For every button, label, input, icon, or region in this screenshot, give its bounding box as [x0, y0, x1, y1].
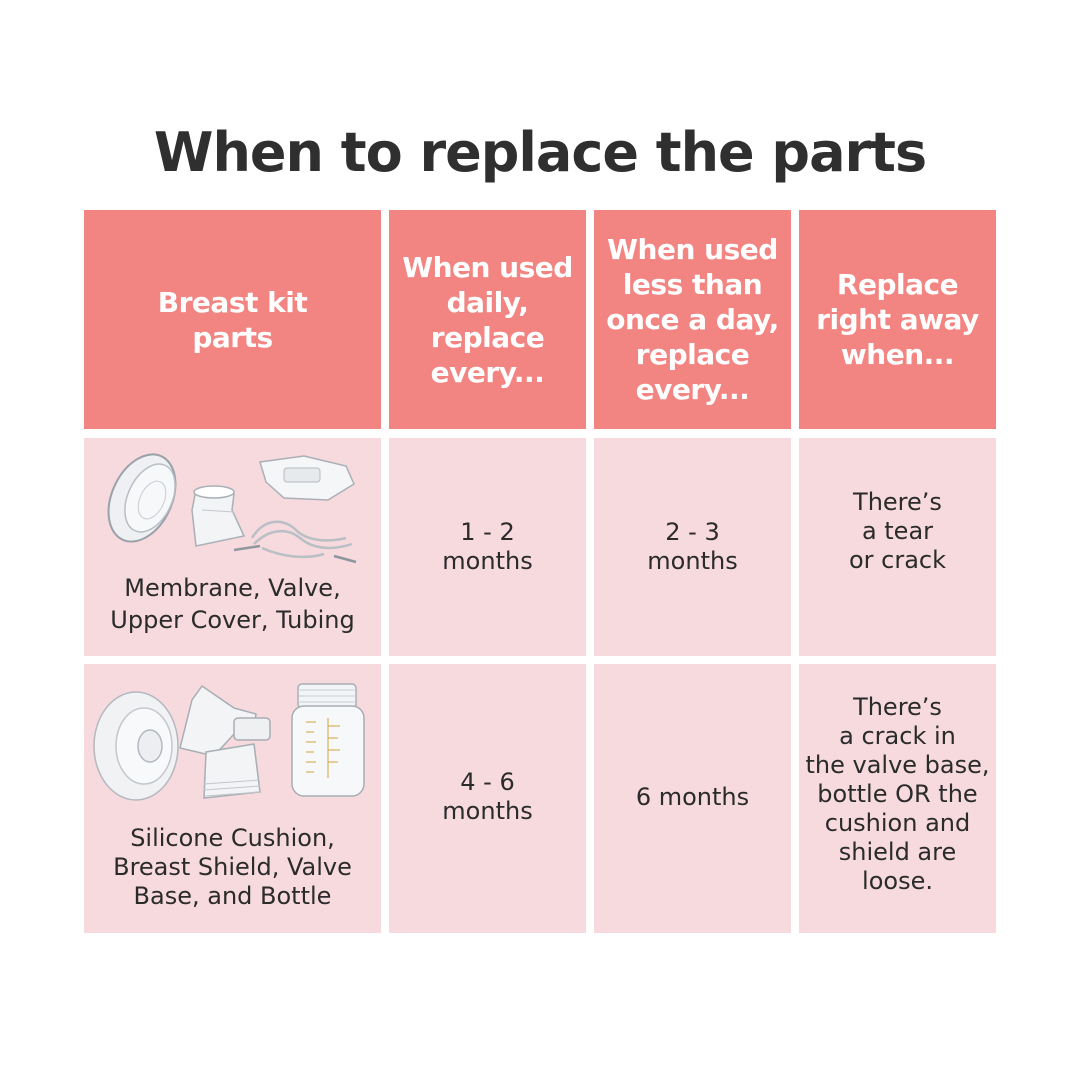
valve-icon: [191, 485, 246, 547]
breast-shield-icon: [179, 684, 271, 757]
header-label: Replace right away when...: [816, 268, 979, 371]
replace-condition: There’s a tear or crack: [848, 487, 947, 574]
page-title: When to replace the parts: [153, 121, 927, 184]
daily-interval: 1 - 2 months: [442, 518, 533, 575]
table-row-1-daily: 1 - 2 months: [389, 438, 586, 656]
upper-cover-icon: [259, 455, 355, 501]
table-row-2-daily: 4 - 6 months: [389, 664, 586, 933]
table-row-2-less-than-daily: 6 months: [594, 664, 791, 933]
part-name: Silicone Cushion, Breast Shield, Valve B…: [113, 824, 352, 910]
header-replace-right-away: Replace right away when...: [799, 210, 996, 429]
part-name: Membrane, Valve, Upper Cover, Tubing: [110, 574, 355, 634]
valve-base-icon: [203, 743, 261, 799]
header-label: When used less than once a day, replace …: [606, 233, 779, 406]
header-label: When used daily, replace every...: [402, 250, 573, 389]
table-row-1-part-cell: Membrane, Valve, Upper Cover, Tubing: [84, 438, 381, 656]
replace-condition: There’s a crack in the valve base, bottl…: [805, 693, 990, 895]
header-breast-kit-parts: Breast kit parts: [84, 210, 381, 429]
membrane-valve-cover-tubing-image: [107, 453, 357, 564]
daily-interval: 4 - 6 months: [442, 768, 533, 825]
bottle-icon: [291, 683, 365, 797]
header-daily: When used daily, replace every...: [389, 210, 586, 429]
silicone-cushion-icon: [93, 691, 179, 801]
table-row-1-less-than-daily: 2 - 3 months: [594, 438, 791, 656]
table-row-2-replace-when: There’s a crack in the valve base, bottl…: [799, 664, 996, 933]
table-row-1-replace-when: There’s a tear or crack: [799, 438, 996, 656]
less-than-daily-interval: 6 months: [635, 782, 750, 811]
less-than-daily-interval: 2 - 3 months: [647, 518, 738, 575]
header-less-than-daily: When used less than once a day, replace …: [594, 210, 791, 429]
membrane-icon: [107, 453, 177, 543]
cushion-shield-valve-base-bottle-image: [93, 683, 365, 801]
table-row-2-part-cell: Silicone Cushion, Breast Shield, Valve B…: [84, 664, 381, 933]
tubing-icon: [233, 520, 357, 564]
header-label: Breast kit parts: [157, 285, 308, 354]
